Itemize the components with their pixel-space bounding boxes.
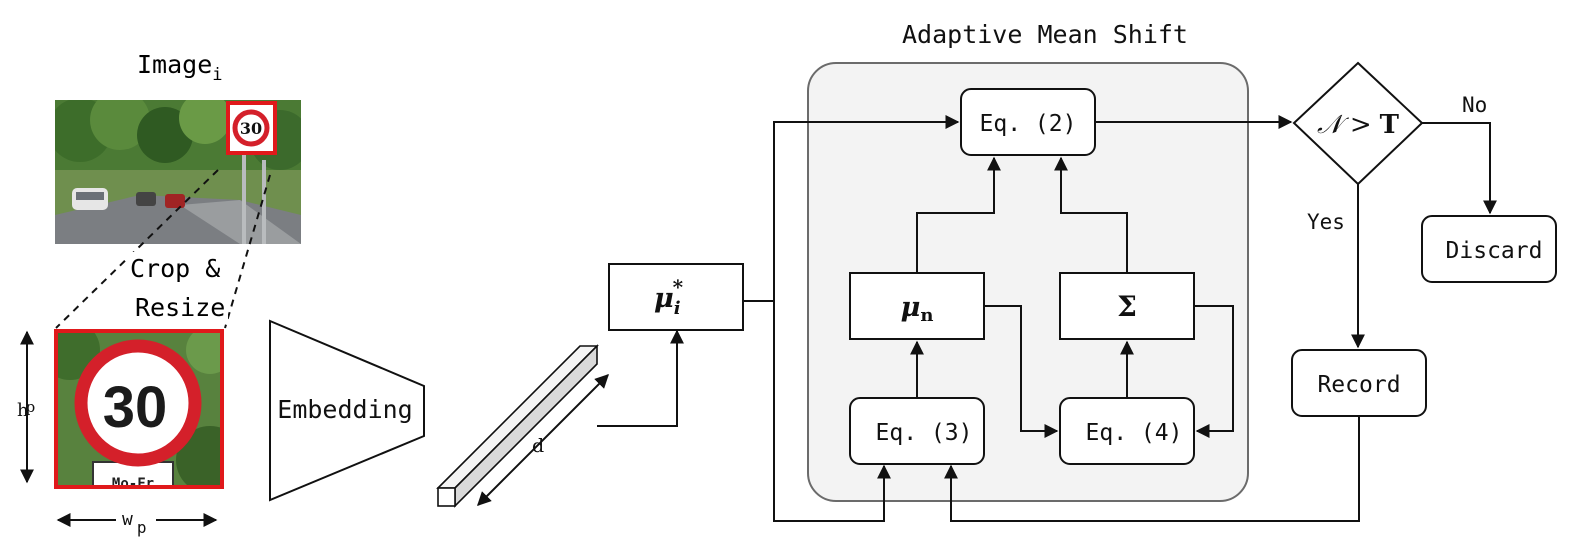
small-sign-number: 30 — [240, 119, 262, 138]
yes-label: Yes — [1307, 210, 1345, 234]
dimension-arrow — [477, 374, 609, 506]
discard-label: Discard — [1446, 238, 1543, 264]
eq3-label: Eq. (3) — [876, 420, 973, 446]
crop-label-line1: Crop & — [130, 254, 220, 283]
embedding-vector — [436, 344, 599, 508]
mu-star-symbol: μi* — [654, 275, 684, 319]
height-label: hp — [17, 398, 35, 421]
crop-label-line2: Resize — [135, 293, 225, 322]
sign-plate-text: Mo-Fr — [112, 476, 154, 492]
sigma-to-eq2-arrow — [1054, 156, 1128, 273]
eq4-label: Eq. (4) — [1086, 420, 1183, 446]
dimension-label: d — [532, 435, 544, 457]
eq2-label: Eq. (2) — [980, 111, 1077, 137]
image-title-text: Imagei — [137, 50, 223, 85]
mu-star-to-eq3-arrow — [773, 301, 891, 522]
discard-box — [1421, 215, 1557, 283]
vector-to-mu-star-arrow — [597, 329, 684, 427]
sign-crop-box: 30 — [226, 101, 277, 155]
record-label: Record — [1317, 372, 1400, 398]
mu-n-symbol: μn — [901, 292, 934, 326]
crop-border — [54, 329, 224, 489]
image-title: Imagei — [137, 50, 223, 85]
ams-title: Adaptive Mean Shift — [902, 20, 1188, 49]
sign-number: 30 — [103, 375, 168, 440]
embedding-label: Embedding — [277, 395, 412, 424]
no-arrow — [1422, 122, 1497, 215]
crop-guide-left — [55, 169, 219, 329]
mu-n-box — [849, 272, 985, 340]
cropped-sign-image: Mo-Fr 30 — [54, 329, 224, 492]
mu-n-to-eq4-arrow — [984, 305, 1059, 438]
no-label: No — [1462, 93, 1487, 117]
sigma-symbol: Σ — [1117, 290, 1137, 323]
decision-condition: 𝒩>T — [1317, 110, 1400, 140]
sigma-box — [1059, 272, 1195, 340]
mu-star-to-eq2-arrow — [743, 115, 960, 302]
crop-guide-right — [224, 174, 271, 329]
sigma-to-eq4-arrow — [1194, 305, 1234, 438]
crop-resize-label: Crop & Resize — [126, 252, 228, 324]
record-to-eq3-feedback-arrow — [944, 416, 1360, 522]
mu-n-to-eq2-arrow — [916, 156, 1001, 273]
embedding-network — [269, 319, 425, 502]
mu-star-box — [608, 263, 744, 331]
